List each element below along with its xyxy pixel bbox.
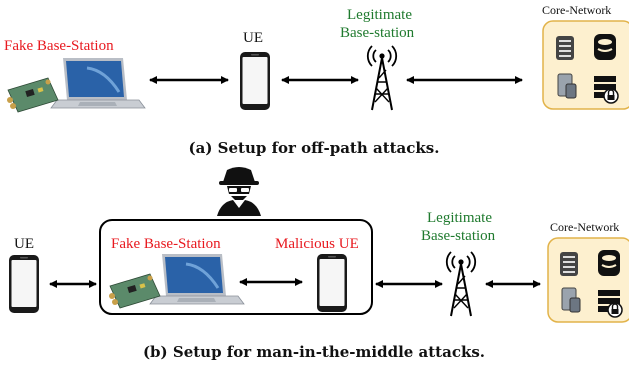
database-icon bbox=[597, 249, 621, 277]
phone-icon bbox=[9, 255, 39, 313]
phone-icon bbox=[240, 52, 270, 110]
legit-bs-line1-a: Legitimate bbox=[347, 7, 412, 23]
legit-bs-line1-b: Legitimate bbox=[427, 210, 492, 226]
caption-b: (b) Setup for man-in-the-middle attacks. bbox=[143, 343, 485, 361]
laptop-icon bbox=[49, 56, 147, 110]
caption-a: (a) Setup for off-path attacks. bbox=[189, 139, 440, 157]
panel-a: Fake Base-Station UE Legitimate Base-sta… bbox=[4, 3, 629, 157]
fake-base-station-label-b: Fake Base-Station bbox=[111, 236, 221, 252]
ue-label-a: UE bbox=[243, 30, 263, 46]
core-network-label-a: Core-Network bbox=[542, 3, 611, 17]
core-network-label-b: Core-Network bbox=[550, 220, 619, 234]
phone-icon bbox=[317, 254, 347, 312]
fake-base-station-label-a: Fake Base-Station bbox=[4, 38, 114, 54]
sdr-board-icon bbox=[6, 77, 59, 113]
legit-bs-line2-a: Base-station bbox=[340, 25, 415, 41]
malicious-ue-label: Malicious UE bbox=[275, 236, 359, 252]
server-rack-icon bbox=[556, 36, 574, 60]
legit-bs-line2-b: Base-station bbox=[421, 228, 496, 244]
laptop-icon bbox=[148, 252, 246, 306]
hacker-icon bbox=[217, 167, 261, 216]
cell-tower-icon bbox=[366, 45, 398, 111]
panel-b: UE Fake Base-Station Malicious UE Legiti… bbox=[9, 167, 629, 361]
database-icon bbox=[593, 33, 617, 61]
ue-label-b: UE bbox=[14, 236, 34, 252]
server-rack-icon bbox=[560, 252, 578, 276]
attacker-box bbox=[99, 219, 373, 315]
cell-tower-icon bbox=[445, 251, 477, 317]
